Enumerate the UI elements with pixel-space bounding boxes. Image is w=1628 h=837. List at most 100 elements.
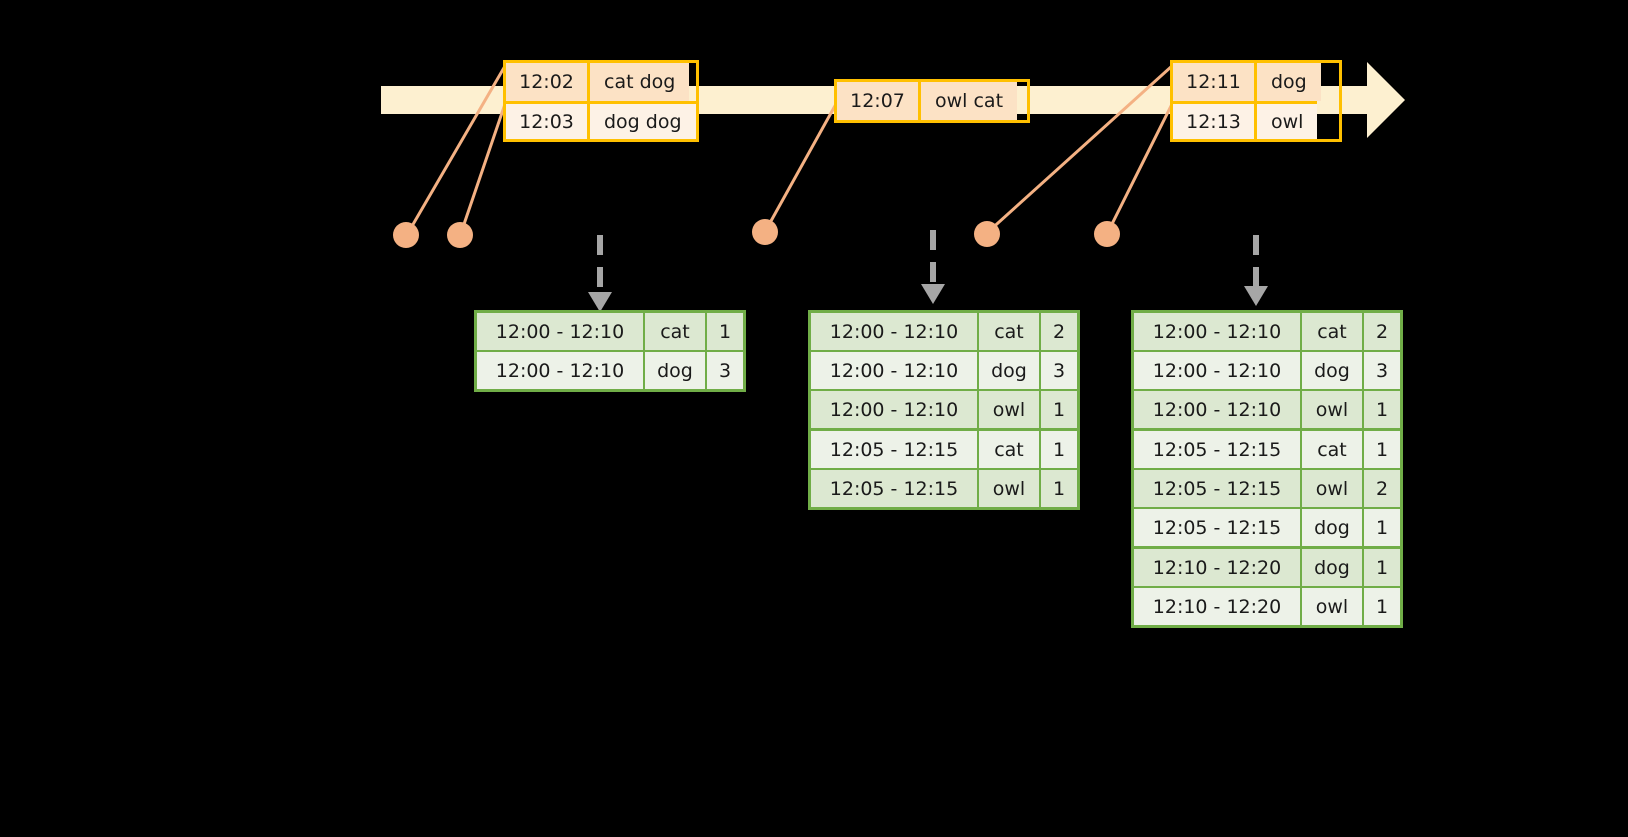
result-window-group: 12:05 - 12:15 cat 1 12:05 - 12:15 owl 1 (811, 428, 1077, 507)
cell-count: 2 (1362, 470, 1400, 507)
cell-count: 1 (1362, 431, 1400, 468)
emit-arrowhead-3 (1244, 286, 1268, 306)
cell-word: dog (1300, 352, 1362, 389)
cell-window: 12:05 - 12:15 (1134, 431, 1300, 468)
table-row[interactable]: 12:00 - 12:10 dog 3 (477, 350, 743, 389)
table-row[interactable]: 12:00 - 12:10 dog 3 (811, 350, 1077, 389)
cell-word: dog (643, 352, 705, 389)
cell-count: 3 (1362, 352, 1400, 389)
table-row[interactable]: 12:05 - 12:15 owl 2 (1134, 468, 1400, 507)
event-box-3[interactable]: 12:11 dog 12:13 owl (1170, 60, 1342, 142)
event-row[interactable]: 12:02 cat dog (506, 63, 696, 101)
event-words: dog (1257, 63, 1321, 101)
cell-count: 1 (1362, 391, 1400, 428)
cell-window: 12:05 - 12:15 (1134, 509, 1300, 546)
cell-word: owl (977, 391, 1039, 428)
event-time: 12:11 (1173, 63, 1257, 101)
cell-count: 1 (705, 313, 743, 350)
event-words: owl cat (921, 82, 1018, 120)
event-dot-1 (393, 222, 419, 248)
cell-window: 12:05 - 12:15 (1134, 470, 1300, 507)
event-time: 12:07 (837, 82, 921, 120)
emit-arrowhead-2 (921, 284, 945, 304)
event-row[interactable]: 12:11 dog (1173, 63, 1339, 101)
cell-word: cat (1300, 431, 1362, 468)
table-row[interactable]: 12:00 - 12:10 dog 3 (1134, 350, 1400, 389)
cell-count: 1 (1039, 431, 1077, 468)
cell-word: owl (1300, 391, 1362, 428)
event-dot-2 (447, 222, 473, 248)
event-dot-5 (1094, 221, 1120, 247)
table-row[interactable]: 12:05 - 12:15 cat 1 (811, 431, 1077, 468)
cell-count: 3 (705, 352, 743, 389)
connector-line-3 (764, 103, 838, 231)
event-words: cat dog (590, 63, 690, 101)
result-table-2[interactable]: 12:00 - 12:10 cat 2 12:00 - 12:10 dog 3 … (808, 310, 1080, 510)
result-window-group: 12:00 - 12:10 cat 2 12:00 - 12:10 dog 3 … (1134, 313, 1400, 428)
event-dots-group (393, 219, 1120, 248)
cell-word: owl (1300, 470, 1362, 507)
event-row[interactable]: 12:07 owl cat (837, 82, 1027, 120)
cell-window: 12:10 - 12:20 (1134, 549, 1300, 586)
connector-line-1 (406, 65, 507, 234)
cell-word: dog (1300, 549, 1362, 586)
cell-count: 1 (1039, 470, 1077, 507)
emit-arrowheads-group (588, 284, 1268, 312)
cell-word: owl (1300, 588, 1362, 625)
event-box-1[interactable]: 12:02 cat dog 12:03 dog dog (503, 60, 699, 142)
cell-count: 2 (1362, 313, 1400, 350)
cell-window: 12:00 - 12:10 (811, 352, 977, 389)
cell-window: 12:05 - 12:15 (811, 431, 977, 468)
table-row[interactable]: 12:05 - 12:15 cat 1 (1134, 431, 1400, 468)
cell-window: 12:00 - 12:10 (811, 391, 977, 428)
cell-window: 12:00 - 12:10 (811, 313, 977, 350)
cell-count: 2 (1039, 313, 1077, 350)
result-table-1[interactable]: 12:00 - 12:10 cat 1 12:00 - 12:10 dog 3 (474, 310, 746, 392)
cell-count: 3 (1039, 352, 1077, 389)
cell-window: 12:00 - 12:10 (1134, 313, 1300, 350)
result-window-group: 12:10 - 12:20 dog 1 12:10 - 12:20 owl 1 (1134, 546, 1400, 625)
connector-line-2 (459, 103, 507, 234)
cell-word: cat (977, 431, 1039, 468)
result-window-group: 12:00 - 12:10 cat 2 12:00 - 12:10 dog 3 … (811, 313, 1077, 428)
event-row[interactable]: 12:13 owl (1173, 101, 1339, 139)
table-row[interactable]: 12:10 - 12:20 owl 1 (1134, 586, 1400, 625)
result-table-3[interactable]: 12:00 - 12:10 cat 2 12:00 - 12:10 dog 3 … (1131, 310, 1403, 628)
table-row[interactable]: 12:00 - 12:10 cat 2 (1134, 313, 1400, 350)
cell-word: dog (1300, 509, 1362, 546)
table-row[interactable]: 12:05 - 12:15 dog 1 (1134, 507, 1400, 546)
cell-window: 12:05 - 12:15 (811, 470, 977, 507)
cell-word: cat (977, 313, 1039, 350)
event-time: 12:02 (506, 63, 590, 101)
cell-window: 12:00 - 12:10 (477, 352, 643, 389)
event-words: owl (1257, 101, 1318, 139)
table-row[interactable]: 12:00 - 12:10 cat 2 (811, 313, 1077, 350)
cell-window: 12:00 - 12:10 (477, 313, 643, 350)
event-dot-4 (974, 221, 1000, 247)
cell-word: cat (643, 313, 705, 350)
cell-window: 12:10 - 12:20 (1134, 588, 1300, 625)
cell-count: 1 (1362, 549, 1400, 586)
table-row[interactable]: 12:00 - 12:10 owl 1 (1134, 389, 1400, 428)
cell-window: 12:00 - 12:10 (1134, 391, 1300, 428)
event-time: 12:13 (1173, 101, 1257, 139)
result-window-group: 12:00 - 12:10 cat 1 12:00 - 12:10 dog 3 (477, 313, 743, 389)
emit-arrows-group (597, 230, 1259, 292)
result-window-group: 12:05 - 12:15 cat 1 12:05 - 12:15 owl 2 … (1134, 428, 1400, 546)
event-words: dog dog (590, 101, 696, 139)
cell-count: 1 (1362, 588, 1400, 625)
table-row[interactable]: 12:00 - 12:10 owl 1 (811, 389, 1077, 428)
event-box-2[interactable]: 12:07 owl cat (834, 79, 1030, 123)
connector-line-5 (1106, 103, 1174, 233)
emit-arrowhead-1 (588, 292, 612, 312)
event-dot-3 (752, 219, 778, 245)
event-row[interactable]: 12:03 dog dog (506, 101, 696, 139)
cell-count: 1 (1362, 509, 1400, 546)
cell-word: cat (1300, 313, 1362, 350)
cell-count: 1 (1039, 391, 1077, 428)
table-row[interactable]: 12:00 - 12:10 cat 1 (477, 313, 743, 350)
cell-word: owl (977, 470, 1039, 507)
table-row[interactable]: 12:05 - 12:15 owl 1 (811, 468, 1077, 507)
table-row[interactable]: 12:10 - 12:20 dog 1 (1134, 549, 1400, 586)
